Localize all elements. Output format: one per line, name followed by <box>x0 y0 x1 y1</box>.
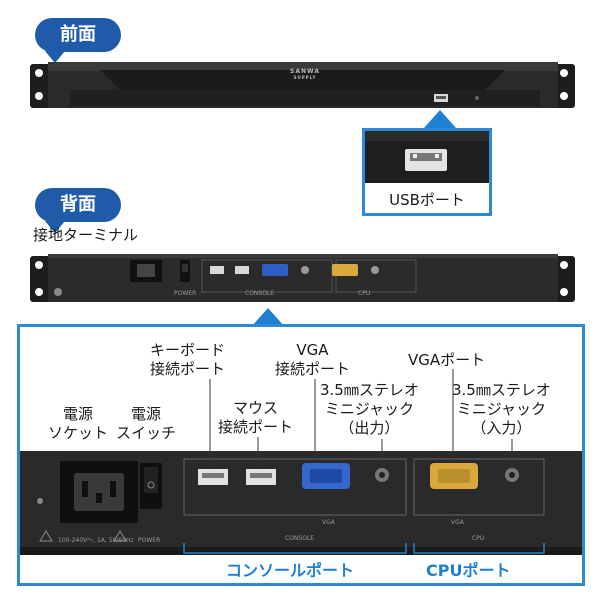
label-power-socket: 電源 ソケット <box>48 405 109 442</box>
detail-callout-pointer <box>252 308 284 326</box>
detail-vga-small-2: VGA <box>451 519 464 526</box>
detail-box: 100-240V〜, 1A, 50/60Hz POWER CONSOLE CPU… <box>17 324 585 586</box>
label-vga-cpu: VGAポート <box>408 351 486 369</box>
section-front-label: 前面 <box>60 24 96 45</box>
usb-callout-pointer <box>424 110 456 128</box>
usb-zoom-image <box>365 131 489 183</box>
usb-port-label: USBポート <box>389 191 465 209</box>
back-power-small: POWER <box>174 290 197 297</box>
detail-power-small: POWER <box>138 537 161 544</box>
detail-rating-text: 100-240V〜, 1A, 50/60Hz <box>58 537 134 544</box>
label-power-switch: 電源 スイッチ <box>116 405 177 442</box>
detail-console-small: CONSOLE <box>285 535 315 542</box>
detail-panel-image <box>20 451 582 555</box>
brand-sub: SUPPLY <box>293 75 317 80</box>
back-cpu-small: CPU <box>358 290 371 297</box>
leader-lines <box>209 369 513 467</box>
label-mouse-port: マウス 接続ポート <box>218 399 294 436</box>
section-back-label: 背面 <box>60 194 96 215</box>
detail-cpu-small: CPU <box>472 535 485 542</box>
front-panel-image <box>30 62 575 108</box>
console-group-label: コンソールポート <box>226 561 355 580</box>
section-back-pill: 背面 <box>35 188 121 222</box>
section-back-pill-tail <box>45 221 65 233</box>
cpu-group-label: CPUポート <box>426 561 511 580</box>
label-keyboard-port: キーボード 接続ポート <box>150 341 226 378</box>
section-front-pill: 前面 <box>35 18 121 52</box>
label-vga-console: VGA 接続ポート <box>275 341 351 378</box>
front-brand-logo: SANWA SUPPLY <box>285 68 325 80</box>
brand-name: SANWA <box>290 68 320 75</box>
section-front-pill-tail <box>45 51 65 63</box>
usb-zoom-box: USBポート <box>362 128 492 216</box>
detail-vga-small: VGA <box>322 519 335 526</box>
label-audio-out: 3.5㎜ステレオ ミニジャック （出力） <box>320 381 419 437</box>
back-panel-image <box>30 254 575 302</box>
label-audio-in: 3.5㎜ステレオ ミニジャック （入力） <box>452 381 551 437</box>
group-brackets <box>183 543 545 554</box>
back-console-small: CONSOLE <box>245 290 275 297</box>
ground-terminal-label: 接地ターミナル <box>33 226 139 244</box>
